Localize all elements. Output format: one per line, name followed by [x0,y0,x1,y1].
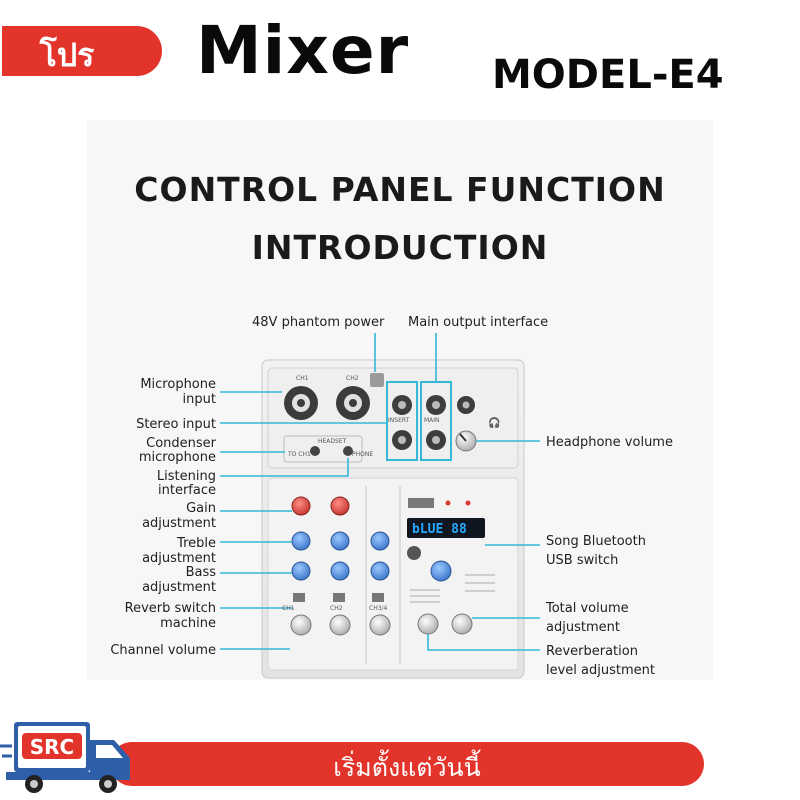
promo-label: โปร [39,36,95,74]
insert-jacks [392,395,412,450]
headset-jacks [283,435,363,463]
xlr-input-ch2 [336,386,370,420]
label-microphone-input-1: Microphone [140,377,216,392]
slogan-text: เริ่มตั้งแต่วันนี้ [333,753,481,782]
label-treble-1: Treble [177,536,216,551]
model-label: MODEL-E4 [492,52,724,98]
treble-knobs [291,531,390,551]
src-logo-text: SRC [29,735,75,759]
label-reverb-switch-1: Reverb switch [124,601,216,616]
channel-volume-knobs [290,614,391,636]
label-treble-2: adjustment [142,551,216,566]
label-song-bt-1: Song Bluetooth [546,534,646,549]
label-listening-1: Listening [156,469,216,484]
xlr-input-ch1 [284,386,318,420]
svg-text:PHONE: PHONE [352,451,373,458]
phantom-switch [370,373,384,387]
label-total-volume-1: Total volume [546,601,629,616]
panel-heading-line2: INTRODUCTION [251,228,549,267]
label-total-volume-2: adjustment [546,620,620,635]
label-bass-2: adjustment [142,580,216,595]
gain-knobs [291,496,350,516]
reverb-level-knob [417,613,439,635]
product-title: Mixer [196,12,410,89]
svg-text:CH1: CH1 [296,375,309,382]
label-gain-2: adjustment [142,516,216,531]
panel-heading-line1: CONTROL PANEL FUNCTION [134,170,666,209]
svg-text:MAIN: MAIN [424,417,440,424]
label-channel-volume: Channel volume [110,643,216,658]
preset-list [410,574,495,603]
label-microphone-input-2: input [182,392,216,407]
song-bt-usb-switch [407,546,452,582]
src-truck-logo [0,722,130,793]
svg-text:INSERT: INSERT [388,417,410,424]
label-gain-1: Gain [186,501,216,516]
svg-text:CH2: CH2 [346,375,359,382]
label-bass-1: Bass [185,565,216,580]
svg-text:bLUE 88: bLUE 88 [412,522,467,537]
slogan-banner: เริ่มตั้งแต่วันนี้ [110,742,704,786]
svg-text:🎧: 🎧 [488,416,500,429]
svg-text:HEADSET: HEADSET [318,438,347,445]
svg-text:CH2: CH2 [330,605,343,612]
total-volume-knob [451,613,473,635]
label-condenser-1: Condenser [146,436,216,451]
svg-text:CH1: CH1 [282,605,295,612]
label-main-output: Main output interface [408,315,549,330]
svg-text:TO CH1: TO CH1 [287,451,311,458]
label-reverb-level-2: level adjustment [546,663,655,678]
promo-tag: โปร [2,26,162,76]
label-reverb-level-1: Reverberation [546,644,638,659]
headphone-volume-knob [455,430,477,452]
label-condenser-2: microphone [138,450,216,465]
label-listening-2: interface [158,483,216,498]
label-stereo-input: Stereo input [136,417,216,432]
bass-knobs [291,561,390,581]
phone-jack [457,396,475,414]
label-reverb-switch-2: machine [160,616,216,631]
label-song-bt-2: USB switch [546,553,619,568]
eff-switches [293,593,384,602]
svg-text:CH3/4: CH3/4 [369,605,388,612]
leader-lines [220,333,540,651]
label-headphone-volume: Headphone volume [546,435,673,450]
bt-usb-display: bLUE 88 [407,498,485,538]
main-output-jacks [426,395,446,450]
label-phantom-power: 48V phantom power [252,315,385,330]
